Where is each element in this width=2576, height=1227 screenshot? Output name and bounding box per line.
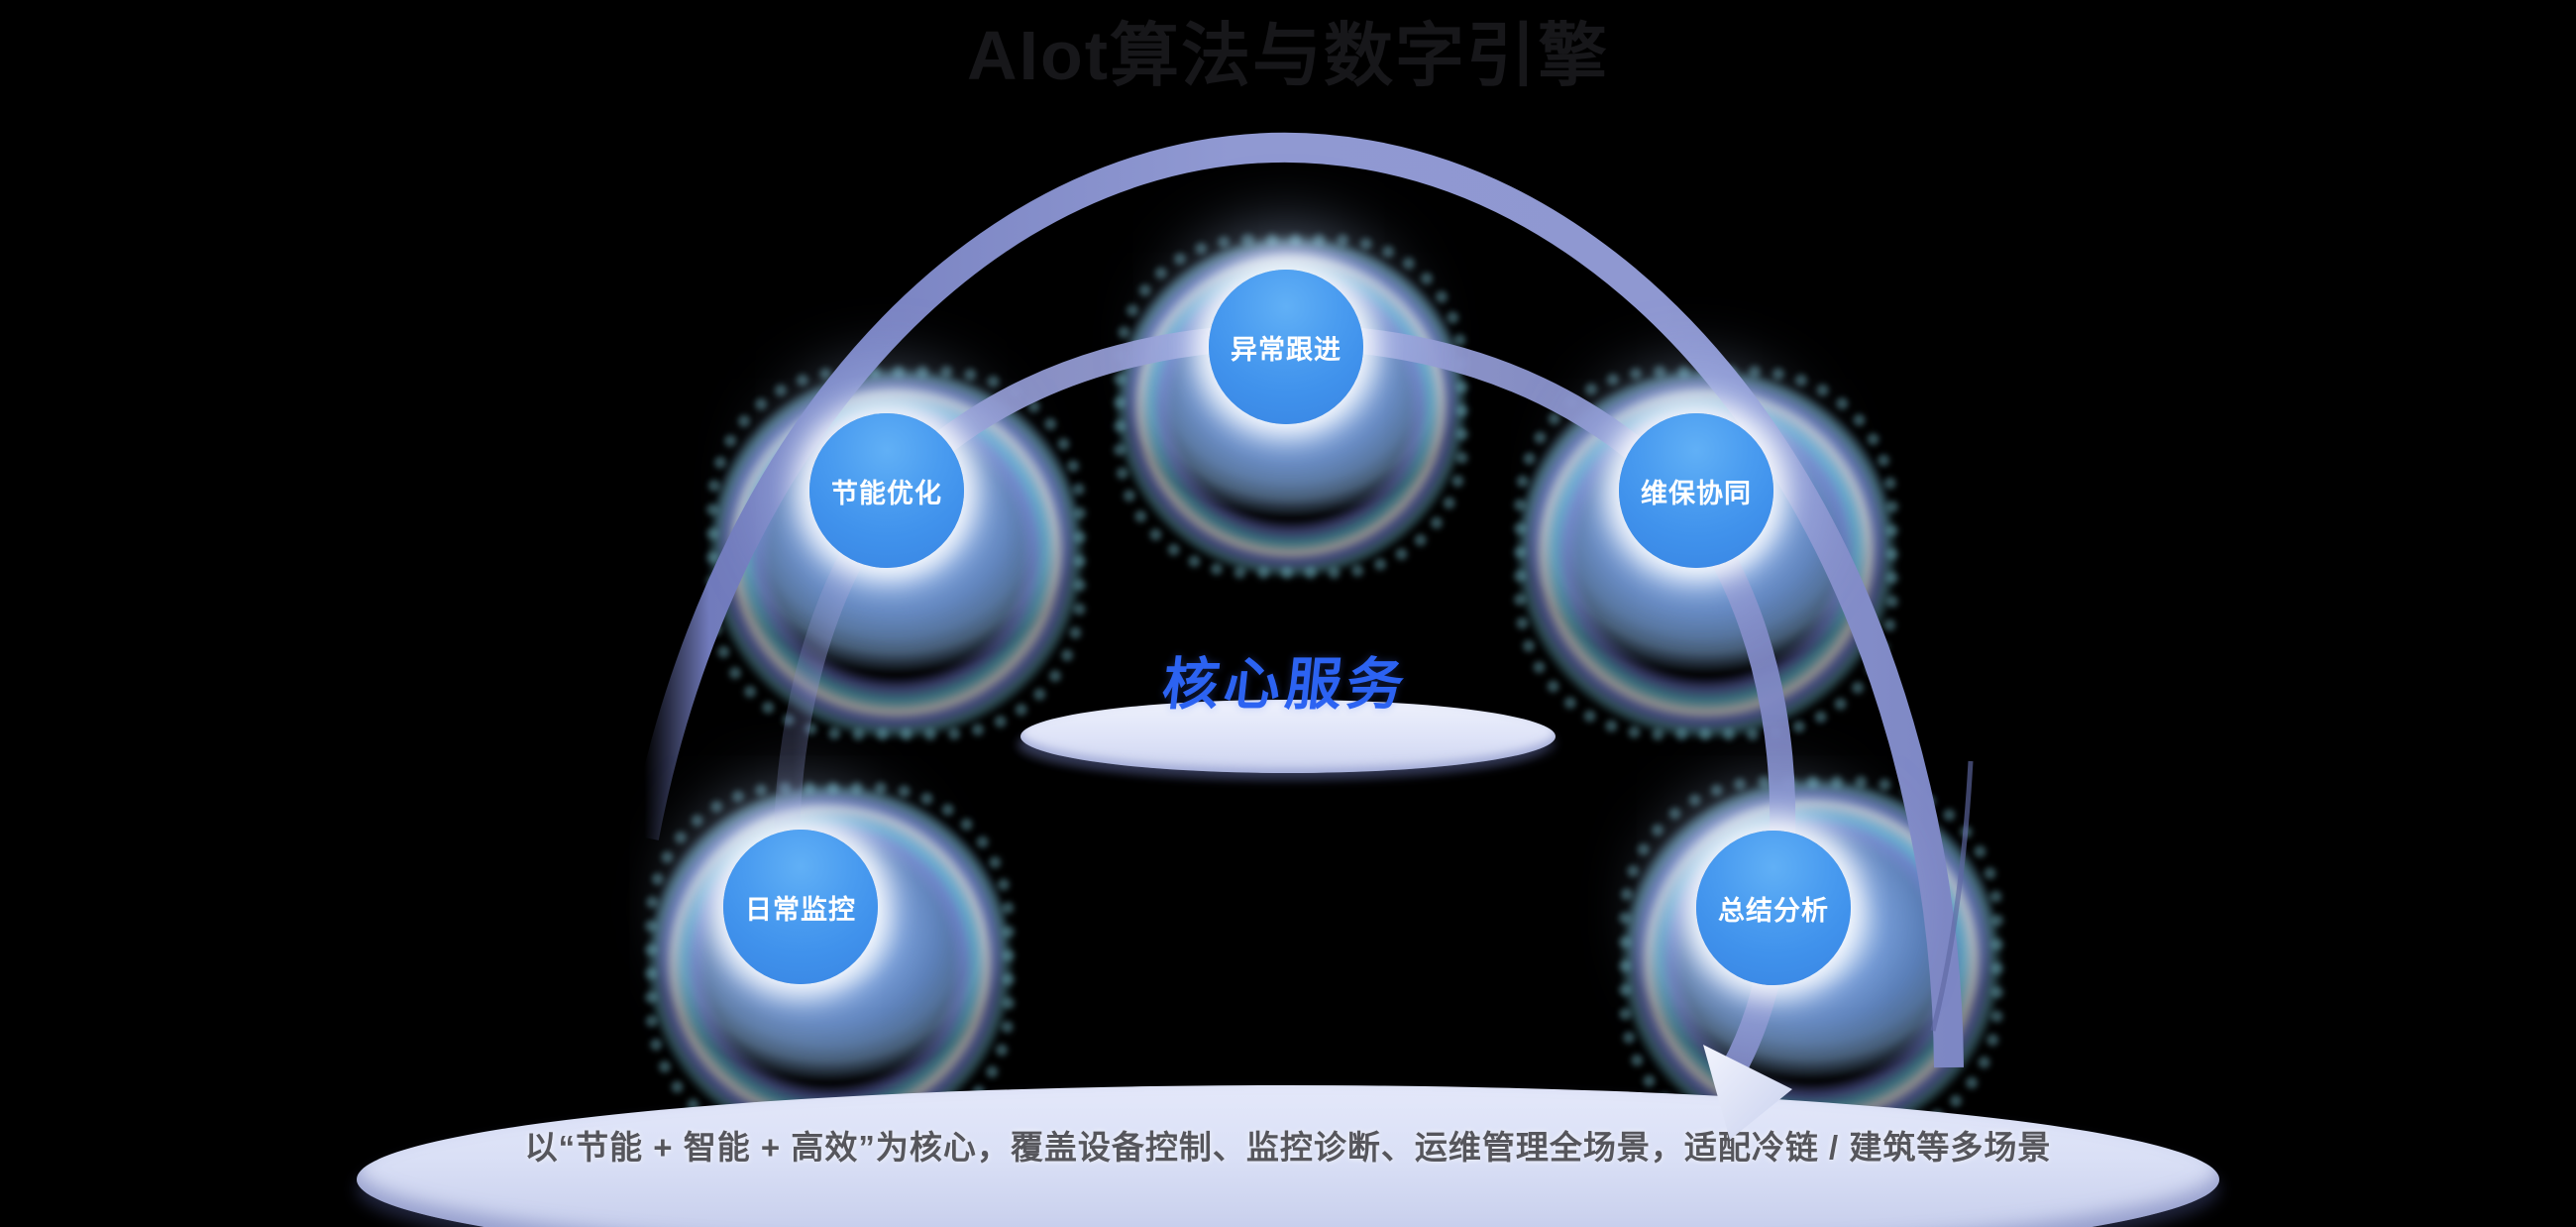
node-label: 总结分析 <box>1718 895 1829 926</box>
core-platform-ellipse <box>1020 700 1556 773</box>
node-label: 维保协同 <box>1641 478 1752 508</box>
node-label: 异常跟进 <box>1231 334 1342 365</box>
node-label: 日常监控 <box>745 894 856 925</box>
outer-arc-inner-stripe <box>1930 760 1974 1032</box>
bottom-platform-ellipse <box>357 1085 2219 1227</box>
node-energy-optimization: 节能优化 <box>809 413 964 568</box>
footer-caption: 以“节能 + 智能 + 高效”为核心，覆盖设备控制、监控诊断、运维管理全场景，适… <box>524 1129 2052 1166</box>
node-exception-followup: 异常跟进 <box>1209 270 1363 424</box>
inner-flow-arc <box>773 323 1796 1077</box>
outer-arc <box>629 132 1964 1068</box>
node-daily-monitoring: 日常监控 <box>723 830 878 984</box>
page-title: AIot算法与数字引擎 <box>966 17 1610 94</box>
node-maintenance-collaboration: 维保协同 <box>1619 413 1773 568</box>
arrow-head-icon <box>1703 1045 1792 1140</box>
node-summary-analysis: 总结分析 <box>1696 831 1851 985</box>
node-label: 节能优化 <box>831 478 942 508</box>
